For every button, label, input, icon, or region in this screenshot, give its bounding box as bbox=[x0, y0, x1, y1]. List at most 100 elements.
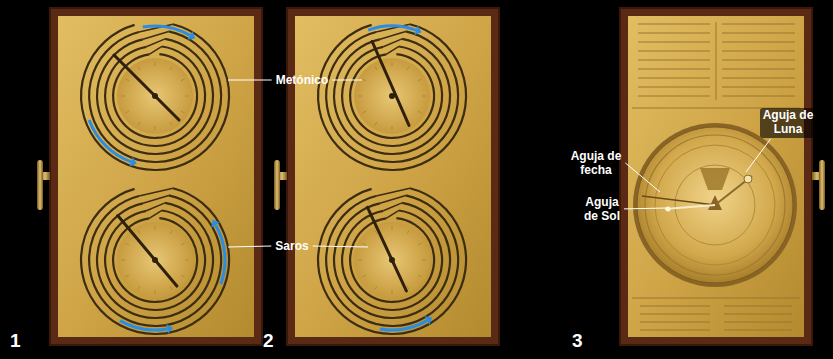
needle-label: Aguja de fecha bbox=[566, 150, 626, 178]
dial-tick bbox=[375, 286, 377, 289]
dial-pointer bbox=[367, 207, 406, 290]
spiral-step bbox=[386, 46, 399, 54]
spiral-turn bbox=[334, 39, 450, 154]
dial-tick bbox=[418, 275, 421, 277]
inscription-line bbox=[638, 69, 710, 70]
pointer-pivot bbox=[152, 257, 158, 263]
spiral-step bbox=[146, 203, 165, 211]
spiral-turn bbox=[105, 211, 205, 311]
dial-tick bbox=[181, 111, 184, 113]
dial-tick bbox=[392, 226, 393, 230]
inscription-line bbox=[722, 87, 795, 88]
leader-lines bbox=[228, 80, 771, 247]
pointer-pivot bbox=[152, 93, 158, 99]
dial-tick bbox=[155, 290, 156, 294]
panel-face bbox=[58, 16, 254, 337]
inscription-line bbox=[640, 322, 710, 323]
spiral-turn bbox=[81, 24, 229, 170]
inscription-line bbox=[724, 330, 792, 331]
rotation-arrowhead bbox=[166, 324, 173, 334]
inscription-line bbox=[638, 78, 710, 79]
inscription-line bbox=[640, 306, 710, 307]
dial-tick bbox=[407, 231, 409, 234]
panel-number: 3 bbox=[572, 330, 592, 352]
dial-tick bbox=[392, 290, 393, 294]
panel-face bbox=[295, 16, 491, 337]
dial-tick bbox=[138, 286, 140, 289]
rotation-arrow bbox=[120, 321, 167, 330]
spiral-step bbox=[146, 39, 165, 47]
dial-tick bbox=[170, 67, 172, 70]
spiral-turn bbox=[334, 203, 450, 318]
rotation-arrow bbox=[368, 26, 416, 30]
dial-tick bbox=[138, 122, 140, 125]
dial-pointer bbox=[114, 55, 179, 120]
rotation-arrow bbox=[380, 321, 427, 330]
column-divider bbox=[716, 22, 717, 100]
dial-tick bbox=[375, 122, 377, 125]
panel-number: 1 bbox=[10, 330, 30, 352]
rotation-arrow bbox=[89, 120, 131, 162]
dial-label: Metónico bbox=[266, 74, 338, 88]
inscription-line bbox=[724, 306, 792, 307]
dial-tick bbox=[407, 286, 409, 289]
sun-needle bbox=[665, 205, 715, 209]
dial-tick bbox=[422, 96, 426, 97]
leader-line bbox=[624, 208, 667, 210]
inscription-line bbox=[722, 96, 795, 97]
dial-tick bbox=[126, 243, 129, 245]
panel-face bbox=[628, 16, 804, 337]
spiral-turn bbox=[326, 31, 458, 162]
spiral-step bbox=[139, 188, 173, 196]
leader-line bbox=[625, 163, 660, 192]
inscription-line bbox=[640, 314, 710, 315]
rotation-arrowhead bbox=[425, 316, 433, 325]
dial-tick bbox=[181, 243, 184, 245]
dial-tick bbox=[363, 79, 366, 81]
inscription-line bbox=[638, 51, 710, 52]
panel-frame bbox=[620, 8, 812, 345]
dial-tick bbox=[363, 243, 366, 245]
rotation-arrowhead bbox=[188, 31, 196, 40]
spiral-turn bbox=[105, 47, 205, 147]
dial-tick bbox=[407, 67, 409, 70]
spiral-turn bbox=[318, 24, 466, 170]
sun-ball bbox=[666, 207, 671, 212]
spiral-step bbox=[383, 39, 402, 47]
dial-tick bbox=[358, 260, 362, 261]
dial-tick bbox=[155, 226, 156, 230]
inscription-line bbox=[638, 87, 710, 88]
spiral-step bbox=[149, 210, 162, 218]
dial-tick bbox=[170, 286, 172, 289]
dial-tick bbox=[363, 275, 366, 277]
dial-tick bbox=[121, 96, 125, 97]
dial-tick bbox=[126, 111, 129, 113]
inscription-line bbox=[722, 24, 795, 25]
zodiac-marker bbox=[700, 168, 730, 190]
spiral-turn bbox=[350, 54, 434, 138]
dial-tick bbox=[138, 67, 140, 70]
front-dial bbox=[637, 127, 793, 283]
inscription-line bbox=[640, 330, 710, 331]
spiral-step bbox=[149, 46, 162, 54]
panel-frame bbox=[287, 8, 499, 345]
pointer-pivot bbox=[389, 93, 395, 99]
inscription-line bbox=[722, 33, 795, 34]
inscription-line bbox=[638, 60, 710, 61]
inscription-line bbox=[638, 96, 710, 97]
spiral-dials bbox=[81, 24, 466, 334]
spiral-turn bbox=[97, 203, 213, 318]
leader-line bbox=[228, 80, 272, 81]
inscription-line bbox=[638, 33, 710, 34]
inscription-line bbox=[724, 314, 792, 315]
spiral-turn bbox=[350, 218, 434, 302]
panel-frame bbox=[50, 8, 262, 345]
dial-tick bbox=[418, 111, 421, 113]
dial-tick bbox=[418, 243, 421, 245]
spiral-step bbox=[376, 188, 410, 196]
spiral-turn bbox=[113, 218, 197, 302]
dial-tick bbox=[155, 62, 156, 66]
spiral-turn bbox=[81, 188, 229, 334]
